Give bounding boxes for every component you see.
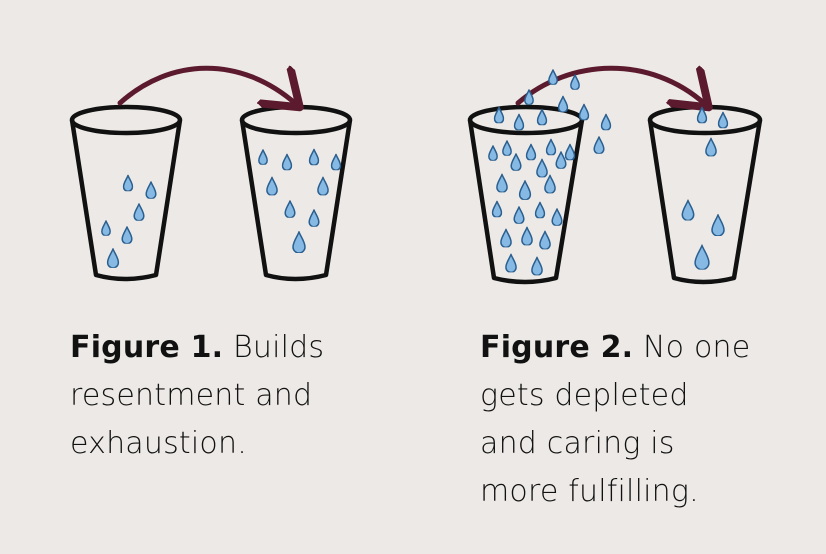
figure-2-label: Figure 2.	[480, 330, 634, 365]
water-drop-icon	[121, 226, 133, 244]
water-drop-icon	[122, 174, 134, 192]
water-drop-icon	[145, 181, 157, 199]
figure-2-text-line-3: and caring is	[480, 426, 675, 461]
water-drop-icon	[557, 95, 569, 113]
figure-1-illustration	[69, 68, 353, 282]
water-drop-icon	[308, 148, 320, 166]
water-drops-group	[101, 148, 342, 268]
water-drop-icon	[600, 113, 612, 131]
water-drop-icon	[505, 253, 517, 273]
water-drop-icon	[330, 153, 342, 171]
water-drop-icon	[317, 176, 329, 196]
water-drop-icon	[488, 145, 498, 161]
water-drop-icon	[555, 151, 567, 169]
figure-2-caption: Figure 2. No one gets depleted and carin…	[480, 324, 780, 516]
figure-2-illustration	[467, 68, 763, 285]
water-drop-icon	[694, 244, 710, 270]
water-drop-icon	[536, 108, 548, 126]
water-drop-icon	[578, 103, 590, 121]
water-drop-icon	[500, 228, 512, 248]
figure-1-text-line-1: Builds	[233, 330, 325, 365]
water-drop-icon	[491, 200, 503, 218]
water-drop-icon	[545, 138, 557, 156]
water-drop-icon	[593, 136, 605, 154]
water-drop-icon	[284, 200, 296, 218]
water-drop-icon	[536, 158, 548, 178]
water-drop-icon	[266, 176, 278, 196]
water-drop-icon	[510, 153, 522, 171]
water-drop-icon	[548, 69, 558, 85]
water-drop-icon	[539, 230, 551, 250]
water-drop-icon	[717, 111, 729, 129]
figure-1-text-line-2: resentment and	[70, 378, 313, 413]
water-drop-icon	[521, 226, 533, 246]
water-drop-icon	[106, 248, 120, 268]
water-drop-icon	[101, 220, 111, 236]
water-drop-icon	[258, 149, 268, 165]
water-drop-icon	[570, 74, 580, 90]
water-drop-icon	[705, 137, 717, 157]
water-drop-icon	[281, 153, 293, 171]
figure-1-label: Figure 1.	[70, 330, 224, 365]
water-drop-icon	[696, 106, 708, 124]
water-drop-icon	[681, 199, 695, 221]
water-drop-icon	[531, 256, 543, 276]
water-drop-icon	[308, 209, 320, 227]
water-drop-icon	[292, 231, 306, 253]
water-drop-icon	[711, 214, 725, 236]
water-drop-icon	[133, 203, 145, 221]
cup-icon	[239, 104, 353, 282]
water-drop-icon	[513, 113, 525, 131]
water-drop-icon	[534, 201, 546, 219]
cup-icon	[69, 104, 183, 282]
water-drop-icon	[496, 173, 508, 193]
curved-arrow-icon	[515, 68, 705, 104]
water-drop-icon	[551, 208, 563, 226]
figure-2-text-line-4: more fulfilling.	[480, 474, 699, 509]
curved-arrow-icon	[117, 68, 296, 104]
water-drop-icon	[518, 180, 532, 200]
water-drop-icon	[544, 174, 556, 194]
water-drop-icon	[525, 143, 537, 161]
figure-1-text-line-3: exhaustion.	[70, 426, 247, 461]
water-drop-icon	[513, 206, 525, 224]
water-drops-group	[488, 69, 729, 276]
figure-2-text-line-1: No one	[643, 330, 751, 365]
figure-1-caption: Figure 1. Builds resentment and exhausti…	[70, 324, 360, 468]
water-drop-icon	[502, 140, 512, 156]
figure-2-text-line-2: gets depleted	[480, 378, 689, 413]
water-drop-icon	[564, 143, 576, 161]
